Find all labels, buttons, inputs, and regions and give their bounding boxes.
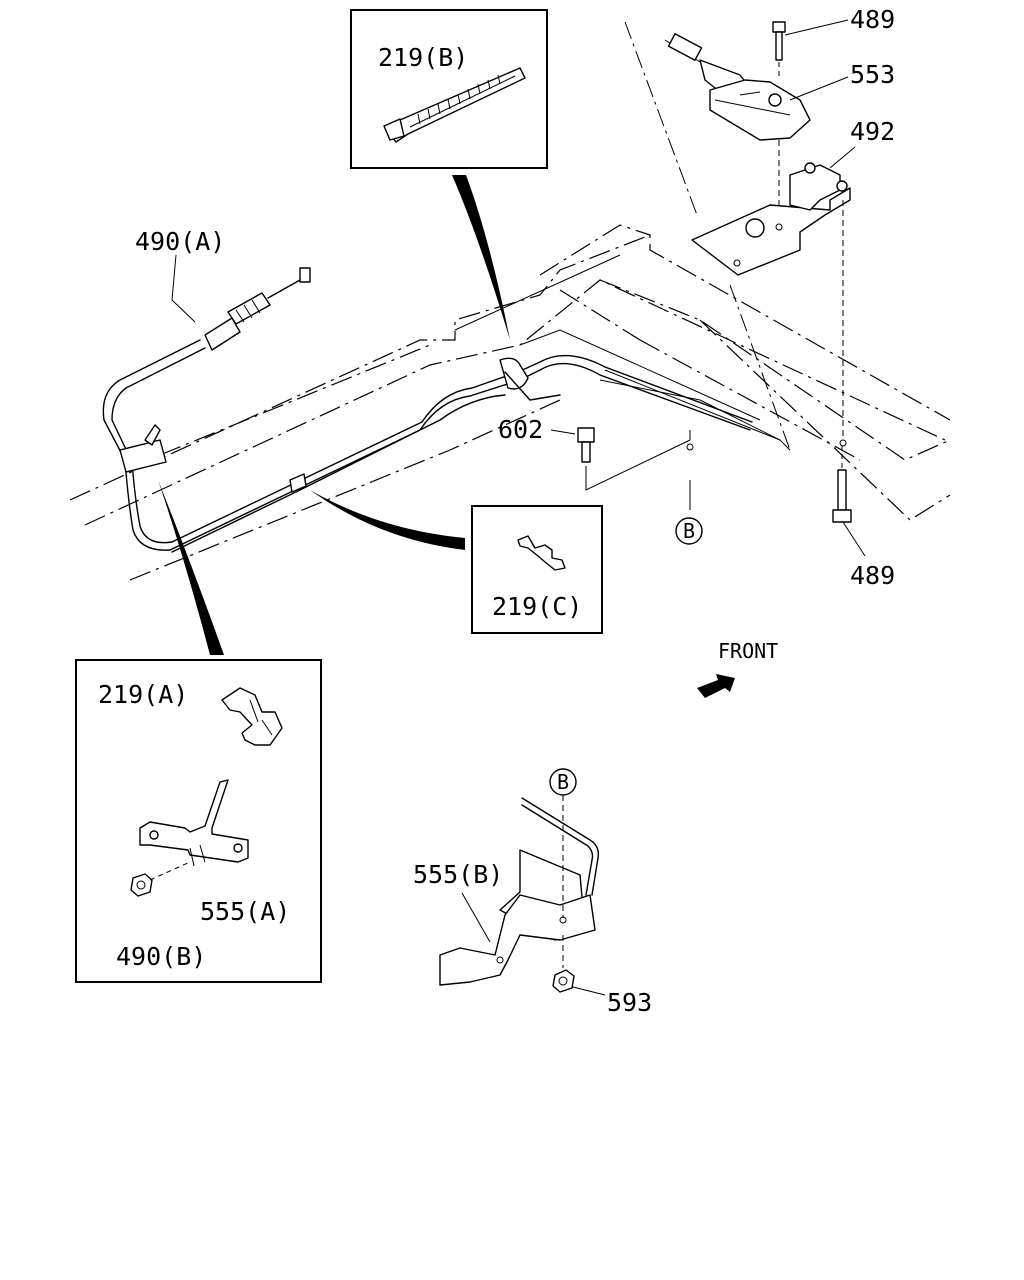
front-indicator	[697, 674, 735, 698]
label-553: 553	[850, 60, 895, 89]
label-490b: 490(B)	[116, 942, 206, 971]
leader-lines	[139, 19, 866, 996]
label-219b: 219(B)	[378, 43, 468, 72]
label-489-top: 489	[850, 5, 895, 34]
label-219a: 219(A)	[98, 680, 188, 709]
label-489-bottom: 489	[850, 561, 895, 590]
callout-b-main-marker: B	[675, 517, 703, 545]
arrow-icon	[697, 674, 735, 698]
label-555b: 555(B)	[413, 860, 503, 889]
shift-lever-assembly	[624, 21, 852, 523]
label-492: 492	[850, 117, 895, 146]
bracket-555b-detail	[439, 795, 600, 993]
detail-box-219b	[350, 9, 548, 169]
label-490a: 490(A)	[135, 227, 225, 256]
detail-box-219c	[471, 505, 603, 634]
callout-b-detail: B	[557, 770, 569, 794]
bolt-602	[577, 427, 694, 510]
label-555a: 555(A)	[200, 897, 290, 926]
callout-b-detail-marker: B	[549, 768, 577, 796]
frame-outline	[69, 224, 951, 581]
label-593: 593	[607, 988, 652, 1017]
callout-b-main: B	[683, 519, 695, 543]
label-front: FRONT	[718, 639, 778, 663]
detail-box-219a	[75, 659, 322, 983]
cable-assembly	[102, 267, 791, 553]
label-219c: 219(C)	[492, 592, 582, 621]
label-602: 602	[498, 415, 543, 444]
